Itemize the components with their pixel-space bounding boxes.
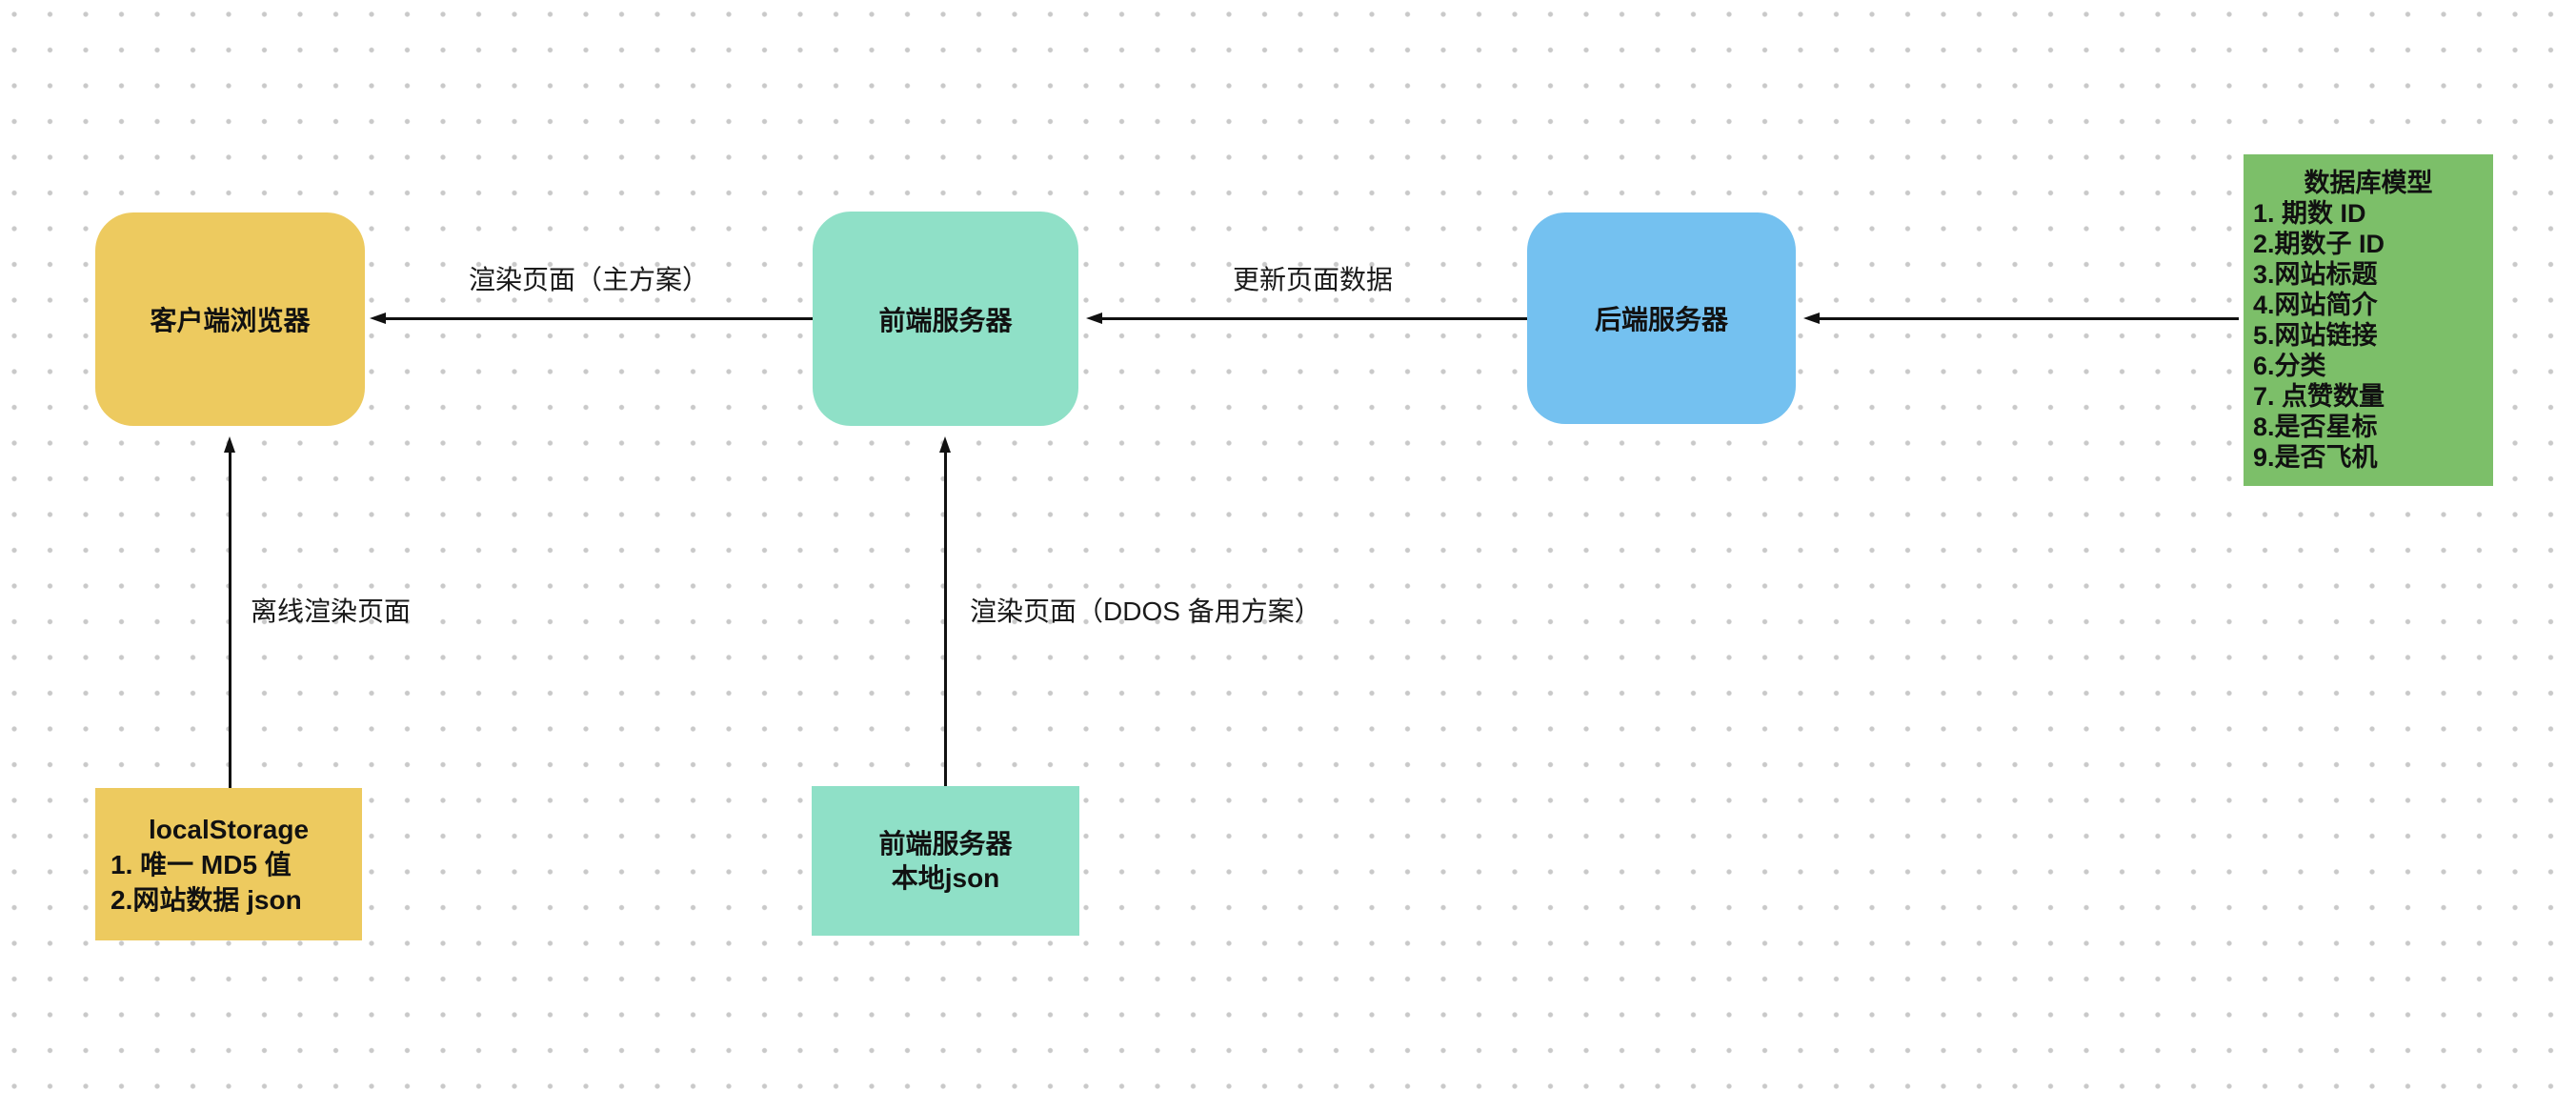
arrow-shaft — [228, 450, 231, 788]
arrow-shaft — [1817, 316, 2239, 320]
database-model-item: 8.是否星标 — [2253, 413, 2378, 441]
database-model-item: 9.是否飞机 — [2253, 443, 2378, 472]
edge-label-offline-render: 离线渲染页面 — [251, 596, 412, 626]
database-model-item: 2.期数子 ID — [2253, 230, 2385, 258]
localstorage-title: localStorage — [148, 814, 310, 844]
arrow-shaft — [943, 450, 947, 786]
arrow-localstorage-to-client[interactable] — [222, 436, 237, 788]
node-frontend-server[interactable]: 前端服务器 — [813, 212, 1078, 426]
node-label-line: 前端服务器 — [878, 828, 1013, 858]
node-label: 客户端浏览器 — [150, 306, 311, 335]
database-model-item: 1. 期数 ID — [2253, 199, 2366, 228]
database-model-item: 7. 点赞数量 — [2253, 382, 2385, 411]
arrowhead-up-icon — [224, 436, 235, 453]
database-model-item: 6.分类 — [2253, 352, 2326, 380]
arrow-localjson-to-frontend[interactable] — [937, 436, 953, 786]
database-model-item: 3.网站标题 — [2253, 260, 2378, 289]
node-database-model[interactable]: 数据库模型 1. 期数 ID 2.期数子 ID 3.网站标题 4.网站简介 5.… — [2244, 154, 2493, 486]
edge-label-render-main: 渲染页面（主方案） — [468, 265, 709, 294]
arrowhead-left-icon — [1086, 313, 1102, 324]
edge-label-render-ddos: 渲染页面（DDOS 备用方案） — [970, 596, 1321, 626]
arrow-dbmodel-to-backend[interactable] — [1803, 311, 2239, 326]
arrow-shaft — [1099, 316, 1527, 320]
edge-label-update-data: 更新页面数据 — [1232, 265, 1393, 294]
node-localstorage[interactable]: localStorage 1. 唯一 MD5 值 2.网站数据 json — [95, 788, 362, 940]
localstorage-item: 1. 唯一 MD5 值 — [111, 849, 292, 879]
node-label: 后端服务器 — [1594, 305, 1728, 334]
database-model-title: 数据库模型 — [2304, 169, 2433, 197]
localstorage-item: 2.网站数据 json — [111, 884, 302, 915]
arrowhead-up-icon — [939, 436, 951, 453]
arrow-shaft — [383, 316, 813, 320]
arrowhead-left-icon — [370, 313, 386, 324]
database-model-item: 5.网站链接 — [2253, 321, 2378, 350]
arrowhead-left-icon — [1803, 313, 1820, 324]
database-model-item: 4.网站简介 — [2253, 291, 2378, 319]
arrow-frontend-to-client[interactable] — [370, 311, 813, 326]
node-label: 前端服务器 — [878, 305, 1013, 335]
arrow-backend-to-frontend[interactable] — [1086, 311, 1527, 326]
node-frontend-local-json[interactable]: 前端服务器 本地json — [812, 786, 1079, 936]
node-client-browser[interactable]: 客户端浏览器 — [95, 212, 365, 426]
node-label-line: 本地json — [891, 862, 1000, 893]
node-backend-server[interactable]: 后端服务器 — [1527, 212, 1796, 424]
